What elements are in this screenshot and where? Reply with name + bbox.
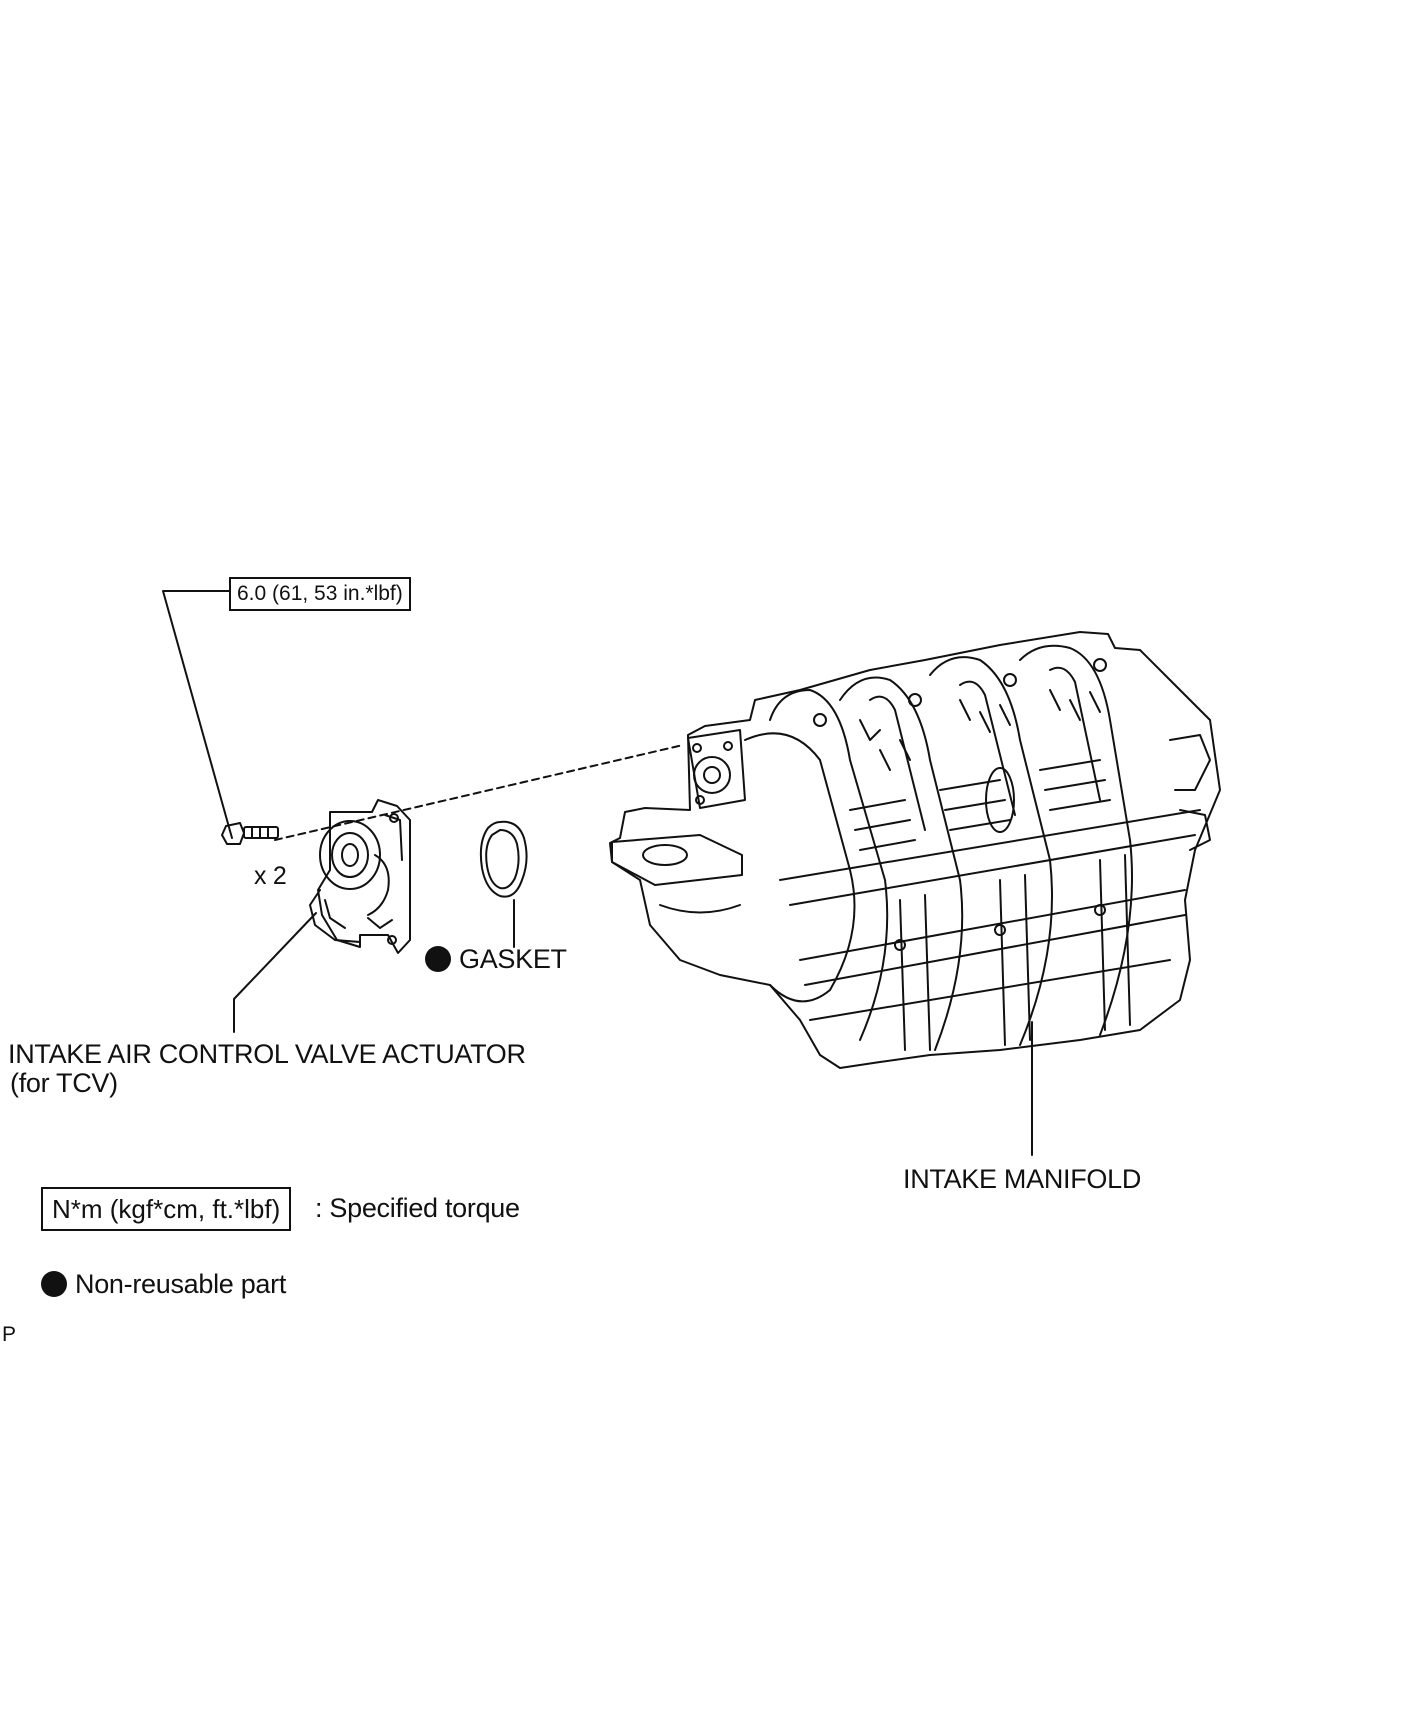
gasket-label: GASKET bbox=[425, 944, 567, 974]
bolt bbox=[221, 822, 279, 845]
alignment-dashed-line bbox=[274, 744, 684, 841]
non-reusable-dot-icon bbox=[425, 946, 451, 972]
manifold-label: INTAKE MANIFOLD bbox=[903, 1164, 1142, 1194]
legend-nonreusable-text: Non-reusable part bbox=[75, 1269, 287, 1299]
actuator-label-line2: (for TCV) bbox=[10, 1068, 118, 1098]
torque-callout: 6.0 (61, 53 in.*lbf) bbox=[229, 577, 411, 611]
legend-torque-box-text: N*m (kgf*cm, ft.*lbf) bbox=[52, 1194, 281, 1224]
legend-torque-box: N*m (kgf*cm, ft.*lbf) bbox=[41, 1187, 292, 1231]
actuator-leader-line bbox=[233, 912, 317, 1033]
gasket bbox=[479, 820, 528, 898]
legend-nonreusable: Non-reusable part bbox=[41, 1269, 286, 1299]
torque-callout-text: 6.0 (61, 53 in.*lbf) bbox=[237, 582, 403, 605]
corner-code: P bbox=[2, 1323, 16, 1346]
legend-dot-icon bbox=[41, 1271, 67, 1297]
quantity-label: x 2 bbox=[254, 862, 287, 890]
actuator-label-line1: INTAKE AIR CONTROL VALVE ACTUATOR bbox=[8, 1039, 526, 1069]
intake-air-control-valve-actuator bbox=[309, 799, 411, 954]
intake-manifold bbox=[609, 631, 1221, 1069]
gasket-label-text: GASKET bbox=[459, 944, 567, 974]
torque-leader-line bbox=[162, 590, 233, 839]
legend-torque-desc: : Specified torque bbox=[315, 1193, 520, 1223]
